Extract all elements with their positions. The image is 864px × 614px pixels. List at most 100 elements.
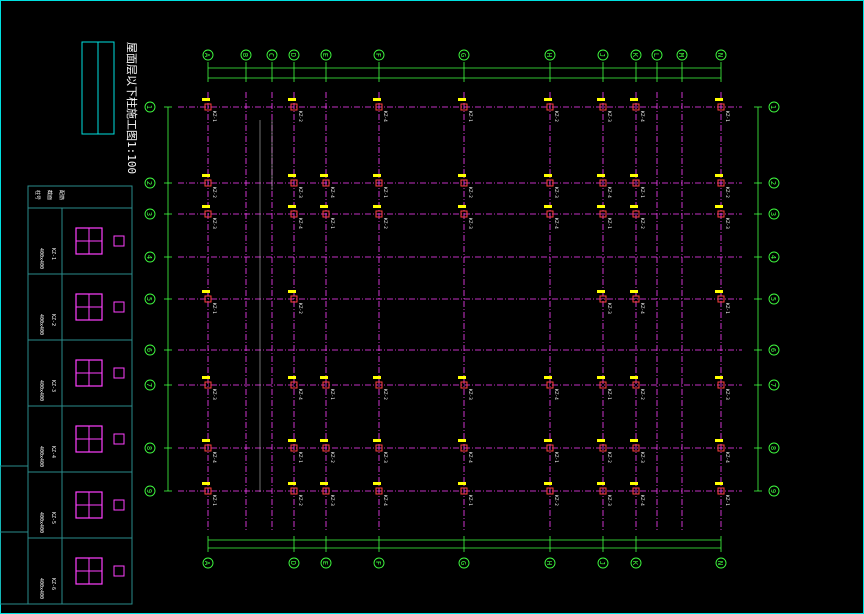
column-tag: KZ-1 [467,495,473,506]
column-tag-flag [715,482,723,485]
grid-bubble-circle [768,379,780,391]
column-tag-flag [373,376,381,379]
column-marker: KZ-4 [630,482,645,506]
grid-bubble-label: 7 [769,383,777,387]
grid-bubble-circle [144,251,156,263]
column-tag: KZ-1 [724,495,730,506]
column-tag-flag [320,174,328,177]
column-tag-flag [544,376,552,379]
column-tag-flag [715,205,723,208]
column-tag: KZ-4 [606,187,612,198]
grid-bubble-row-left-1: 1 [144,101,156,113]
column-marker: KZ-3 [202,205,217,229]
grid-bubble-row-right-4: 4 [768,251,780,263]
column-marker: KZ-2 [373,376,388,400]
grid-bubble-circle [288,49,300,61]
column-section [290,179,298,187]
column-marker: KZ-2 [715,174,730,198]
grid-bubble-row-right-6: 6 [768,344,780,356]
grid-bubble-label: 5 [145,297,153,301]
column-section [546,210,554,218]
section-small [113,235,125,247]
column-tag: KZ-1 [553,452,559,463]
column-section [599,295,607,303]
column-section [717,295,725,303]
column-section [546,381,554,389]
section-small [113,367,125,379]
column-section [460,487,468,495]
grid-bubble-bottom-H: H [544,557,556,569]
column-marker: KZ-2 [288,290,303,314]
column-marker: KZ-3 [373,439,388,463]
column-tag-flag [458,205,466,208]
column-tag-flag [373,439,381,442]
column-tag-flag [597,439,605,442]
column-tag-flag [288,174,296,177]
column-tag: KZ-2 [297,303,303,314]
column-marker: KZ-1 [202,482,217,506]
column-tag-flag [320,205,328,208]
schedule-tag: KZ-3 [50,380,56,392]
column-tag: KZ-2 [467,187,473,198]
grid-bubble-circle [768,293,780,305]
column-section [290,487,298,495]
column-marker: KZ-4 [288,205,303,229]
column-tag: KZ-1 [329,389,335,400]
column-section [460,381,468,389]
grid-bubble-label: K [631,561,639,566]
column-tag: KZ-2 [211,187,217,198]
column-tag: KZ-2 [553,495,559,506]
schedule-size: 400x400 [38,248,44,269]
grid-bubble-circle [458,557,470,569]
drawing-title: 屋面层以下柱施工图1:100 [125,42,139,174]
column-tag: KZ-3 [606,495,612,506]
grid-bubble-label: 1 [145,105,153,109]
column-marker: KZ-4 [630,98,645,122]
column-tag: KZ-2 [724,187,730,198]
column-tag-flag [630,174,638,177]
grid-bubble-circle [240,49,252,61]
column-marker: KZ-3 [288,174,303,198]
column-tag: KZ-3 [724,218,730,229]
column-tag: KZ-1 [639,187,645,198]
column-tag: KZ-1 [467,111,473,122]
column-tag: KZ-4 [639,495,645,506]
column-tag-flag [288,439,296,442]
column-tag-flag [715,439,723,442]
legend-box [81,41,115,135]
grid-bubble-top-H: H [544,49,556,61]
schedule-size: 400x400 [38,380,44,401]
column-section [546,487,554,495]
column-section [322,381,330,389]
column-marker: KZ-4 [320,174,335,198]
grid-bubble-label: A [203,561,211,566]
grid-bubble-circle [320,557,332,569]
grid-bubble-circle [768,208,780,220]
column-marker: KZ-1 [320,205,335,229]
column-tag: KZ-4 [211,452,217,463]
column-tag: KZ-4 [639,303,645,314]
column-marker: KZ-3 [458,376,473,400]
column-marker: KZ-4 [544,205,559,229]
schedule-size: 400x400 [38,578,44,599]
grid-bubble-label: 6 [145,348,153,352]
column-marker: KZ-4 [373,482,388,506]
grid-bubble-top-G: G [458,49,470,61]
grid-bubble-bottom-J: J [597,557,609,569]
grid-bubble-top-D: D [288,49,300,61]
grid-bubble-circle [630,49,642,61]
column-tag: KZ-1 [606,389,612,400]
column-tag: KZ-4 [553,389,559,400]
column-tag: KZ-3 [211,389,217,400]
column-section [290,210,298,218]
column-marker: KZ-1 [202,290,217,314]
column-section [204,210,212,218]
grid-bubble-label: D [289,561,297,565]
grid-bubble-circle [715,49,727,61]
column-section [460,179,468,187]
column-section [460,103,468,111]
column-tag: KZ-3 [211,218,217,229]
